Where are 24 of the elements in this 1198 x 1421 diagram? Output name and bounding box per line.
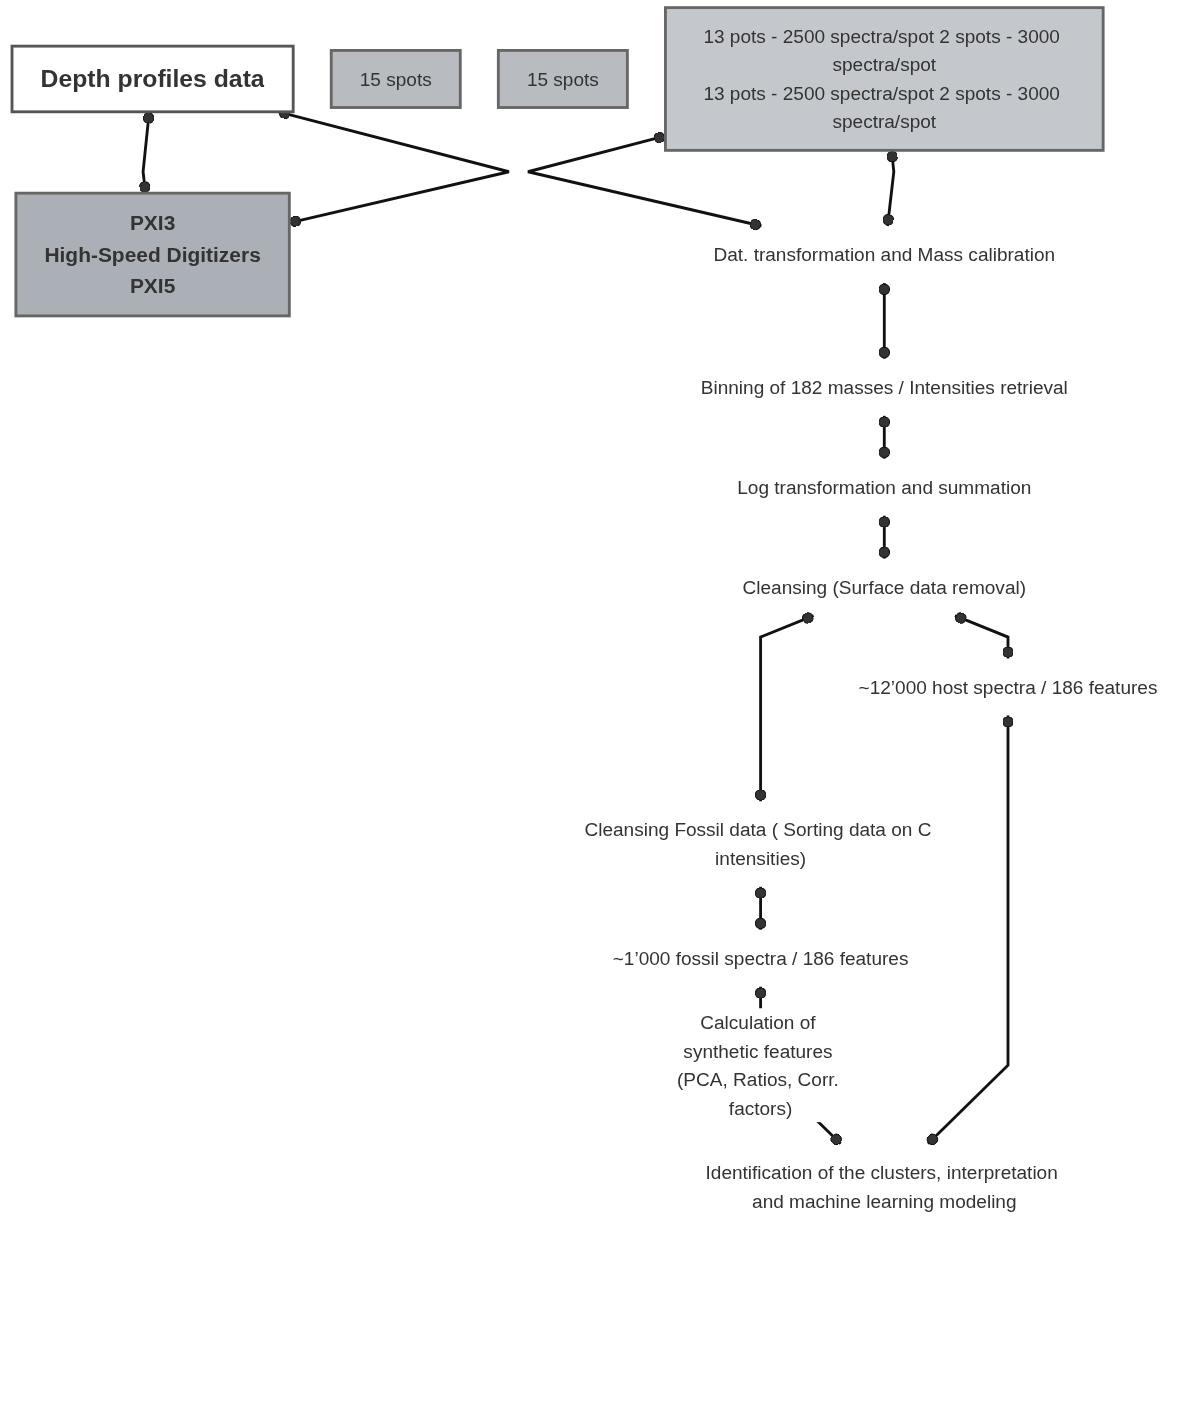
connector xyxy=(878,283,891,359)
flowchart: Calculation of synthetic features (PCA, Ratios, Corr. factors) Depth profiles data PXI3 High-Speed Digitizers PXI5 15 spots 15 spots 13 pots - 2500 spectra/spot 2 spots - 3000 spectra/spot 13 pots - 2500 spectra/spot 2 spots - 3000 spectra/spot Dat. transformation and Mass calibration Binning of 182 masses / Intensities retrieval Log transformation and summation Cleansing (Surface data removal) Cleansing Fossil data ( Sorting data on C intensities) ~12’000 host spectra / 186 features ~1’000 fossil spectra / 186 features Identification of the clusters, interpretation and machine learning modeling xyxy=(4,0,1194,1237)
node-text: Dat. transformation and Mass calibration xyxy=(713,244,1056,265)
connector xyxy=(526,131,762,231)
connector xyxy=(926,715,1014,1146)
node-text: Log transformation and summation xyxy=(737,476,1032,498)
connector xyxy=(878,515,891,559)
connector xyxy=(882,150,898,227)
node-box xyxy=(496,49,629,109)
node-text: Cleansing (Surface data removal) xyxy=(742,576,1027,598)
node-text: Binning of 182 masses / Intensities retrieval xyxy=(700,376,1068,398)
node-box xyxy=(10,44,295,114)
node-text: ~1’000 fossil spectra / 186 features xyxy=(612,947,909,969)
node-box xyxy=(664,6,1105,152)
node-box xyxy=(14,191,291,318)
node-box xyxy=(329,49,462,109)
connector xyxy=(754,886,767,930)
node-text: Cleansing Fossil data ( Sorting data on C intensities) xyxy=(584,819,932,869)
connector xyxy=(878,415,891,459)
node-text: ~12’000 host spectra / 186 features xyxy=(858,676,1158,698)
node-text: Identification of the clusters, interpretation and machine learning modeling xyxy=(705,1161,1058,1212)
connector xyxy=(954,612,1014,659)
connector xyxy=(139,111,155,194)
connector xyxy=(754,612,815,802)
